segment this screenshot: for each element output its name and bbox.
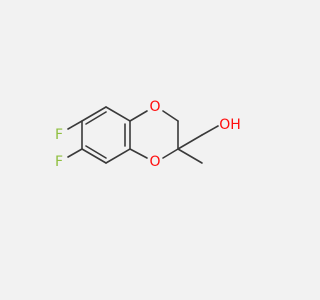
diagram-background: [0, 0, 300, 300]
aromatic-inner-bottom-left: [85, 145, 107, 159]
fluorine-label-top: F: [55, 127, 63, 143]
fluorine-label-bottom: F: [55, 154, 63, 170]
bond-cq-o-bottom: [162, 148, 179, 159]
bond-o-ch2: [162, 110, 179, 122]
ring-bond-top-left: [81, 106, 107, 122]
aromatic-inner-top-left: [85, 111, 107, 125]
ring-bond-bottom-left: [81, 148, 107, 164]
bond-cq-methyl: [177, 148, 203, 164]
hydroxyl-label: OH: [219, 117, 241, 133]
bond-c-f-top: [67, 120, 83, 130]
bond-o-c-bottom: [129, 148, 148, 159]
bond-ch2-oh: [201, 125, 219, 136]
bond-c-f-bottom: [67, 148, 83, 158]
oxygen-label-bottom: O: [149, 154, 160, 170]
bond-cq-ch2oh: [177, 134, 203, 150]
ring-bond-top-right: [105, 106, 131, 122]
ring-bond-bottom-right: [105, 148, 131, 164]
bond-c-o-top: [129, 110, 148, 122]
oxygen-label-top: O: [149, 99, 160, 115]
molecule-diagram: FF O O OH: [0, 0, 300, 300]
